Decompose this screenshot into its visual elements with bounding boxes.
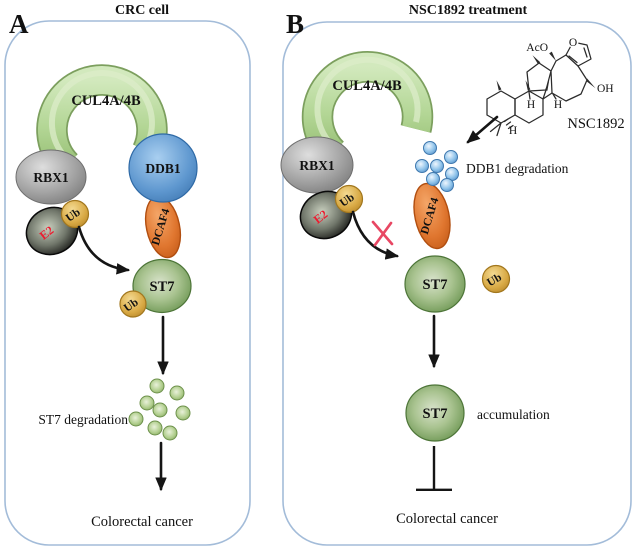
st7-degradation-label: ST7 degradation bbox=[38, 412, 128, 427]
ddb1-shape-a bbox=[128, 133, 198, 203]
oh-group-label: OH bbox=[597, 83, 614, 95]
st7-shape-a bbox=[132, 258, 192, 314]
furan-oxygen-label: O bbox=[569, 37, 577, 49]
stereo-h2-label: H bbox=[554, 99, 562, 111]
aco-group-label: AcO bbox=[526, 42, 548, 54]
ub-e2-shape-a bbox=[60, 199, 90, 229]
rbx1-label-b: RBX1 bbox=[299, 158, 335, 173]
panel-b-letter: B bbox=[286, 9, 304, 39]
rbx1-label-a: RBX1 bbox=[33, 170, 69, 185]
panel-b: B NSC1892 treatment CUL4A/4B DCAF4 RBX1 … bbox=[280, 3, 632, 546]
dcaf4-shape-b bbox=[413, 182, 451, 250]
ubiquitination-arrow-a bbox=[77, 225, 131, 275]
e2-label-b: E2 bbox=[311, 207, 331, 227]
cul4-arch-b bbox=[301, 51, 434, 165]
panel-a: A CRC cell CUL4A/4B DDB1 DCAF4 RBX1 E2 U… bbox=[4, 3, 251, 546]
compound-action-arrow bbox=[466, 115, 499, 144]
st7-label-a: ST7 bbox=[150, 279, 175, 295]
panel-a-title: CRC cell bbox=[115, 3, 169, 18]
outcome-label-a: Colorectal cancer bbox=[91, 514, 193, 530]
rbx1-shape-b bbox=[280, 136, 354, 194]
ddb1-degradation-label: DDB1 degradation bbox=[466, 161, 569, 176]
st7-accumulated-label: ST7 bbox=[423, 406, 448, 422]
blocked-x-mark bbox=[371, 220, 394, 247]
panel-b-title: NSC1892 treatment bbox=[409, 3, 528, 18]
stereo-h1-label: H bbox=[527, 99, 535, 111]
st7-accumulated-shape bbox=[405, 384, 465, 442]
cul4-label-b: CUL4A/4B bbox=[332, 78, 402, 94]
inhibition-bar bbox=[416, 446, 452, 491]
rbx1-shape-a bbox=[15, 149, 87, 205]
st7-shape-b bbox=[404, 255, 466, 313]
outcome-label-b: Colorectal cancer bbox=[396, 511, 498, 527]
ub-st7-shape-a bbox=[119, 290, 147, 318]
ub-free-shape-b bbox=[481, 264, 511, 294]
ddb1-label-a: DDB1 bbox=[145, 161, 181, 176]
ddb1-degradation-dots bbox=[415, 141, 459, 192]
ub-e2-shape-b bbox=[334, 184, 364, 214]
blocked-ubiquitination-arrow bbox=[351, 210, 400, 260]
st7-degradation-dots bbox=[128, 378, 191, 441]
panel-a-letter: A bbox=[9, 9, 29, 39]
accumulation-label: accumulation bbox=[477, 407, 550, 422]
stereo-h3-label: H bbox=[509, 125, 517, 137]
compound-name-label: NSC1892 bbox=[567, 116, 624, 132]
cul4-arch-a bbox=[36, 64, 168, 177]
nsc1892-structure: O AcO OH H H H bbox=[486, 36, 614, 137]
st7-label-b: ST7 bbox=[423, 277, 448, 293]
e2-label-a: E2 bbox=[37, 223, 57, 243]
cul4-label-a: CUL4A/4B bbox=[71, 93, 141, 109]
